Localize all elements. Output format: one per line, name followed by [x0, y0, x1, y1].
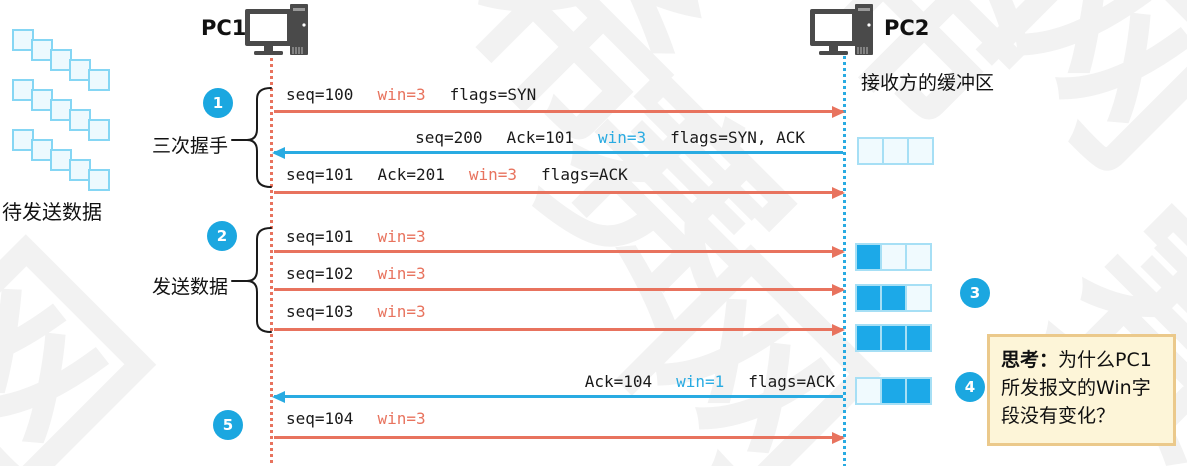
message-field: win=3 [377, 409, 426, 428]
message-field: seq=104 [286, 409, 354, 428]
buffer-cell-empty [907, 137, 934, 165]
arrowhead-icon [832, 105, 845, 118]
message-field: flags=ACK [748, 372, 835, 391]
note-prefix: 思考： [1001, 349, 1059, 371]
message-label: Ack=104 win=1 flags=ACK [585, 372, 835, 391]
message-field: win=3 [377, 264, 426, 283]
message-field: flags=SYN, ACK [670, 128, 805, 147]
buffer-state-4 [855, 377, 932, 405]
message-field: seq=101 [286, 227, 354, 246]
watermark-glyph: 网 [0, 202, 188, 466]
arrow-right [274, 323, 845, 336]
pending-data-square [88, 69, 110, 91]
buffer-cell-filled [905, 377, 932, 405]
step-badge-3: 3 [960, 278, 990, 308]
message-field: seq=100 [286, 85, 354, 104]
buffer-cell-filled [880, 284, 907, 312]
buffer-cell-empty [857, 137, 884, 165]
message-label: seq=101 Ack=201 win=3 flags=ACK [286, 165, 628, 184]
arrow-left [272, 390, 843, 403]
arrowhead-icon [832, 245, 845, 258]
buffer-state-1 [855, 243, 932, 271]
message-field: win=3 [597, 128, 647, 147]
step-badge-1: 1 [203, 88, 233, 118]
arrowhead-icon [832, 186, 845, 199]
message-field: win=3 [377, 302, 426, 321]
message-field: flags=SYN [449, 85, 537, 104]
arrowhead-icon [272, 390, 285, 403]
buffer-cell-empty [882, 137, 909, 165]
message-field: seq=103 [286, 302, 354, 321]
message-field: win=3 [377, 227, 426, 246]
arrow-right [274, 105, 845, 118]
arrow-right [274, 186, 845, 199]
watermark-glyph: 网 [942, 0, 1187, 213]
step-badge-5: 5 [213, 410, 243, 440]
message-field: win=3 [377, 85, 426, 104]
step-badge-4: 4 [955, 372, 985, 402]
arrowhead-icon [832, 323, 845, 336]
arrow-left [272, 146, 843, 159]
message-field: seq=101 [286, 165, 354, 184]
buffer-cell-filled [855, 243, 882, 271]
buffer-state-2 [855, 284, 932, 312]
message-field: Ack=104 [584, 372, 653, 391]
message-field: seq=200 [415, 128, 483, 147]
message-field: Ack=201 [377, 165, 445, 184]
buffer-cell-filled [905, 324, 932, 352]
pc1-computer-icon [245, 4, 308, 55]
message-field: flags=ACK [541, 165, 628, 184]
message-label: seq=100 win=3 flags=SYN [286, 85, 536, 104]
buffer-cell-empty [880, 243, 907, 271]
message-label: seq=103 win=3 [286, 302, 426, 321]
pending-data-square [88, 169, 110, 191]
message-field: win=3 [468, 165, 518, 184]
message-label: seq=104 win=3 [286, 409, 426, 428]
arrowhead-icon [832, 283, 845, 296]
buffer-state-3 [855, 324, 932, 352]
message-label: seq=101 win=3 [286, 227, 426, 246]
pc2-lifeline [843, 56, 846, 466]
buffer-cell-empty [855, 377, 882, 405]
buffer-cell-filled [880, 377, 907, 405]
note-box: 思考：为什么PC1所发报文的Win字段没有变化？ [987, 334, 1176, 446]
pc1-label: PC1 [201, 16, 247, 40]
group-label-send-data: 发送数据 [152, 276, 229, 298]
buffer-cell-filled [855, 324, 882, 352]
message-label: seq=102 win=3 [286, 264, 426, 283]
pending-data-square [88, 119, 110, 141]
buffer-cell-filled [880, 324, 907, 352]
buffer-state-0 [857, 137, 934, 165]
step-badge-2: 2 [207, 221, 237, 251]
buffer-cell-empty [905, 284, 932, 312]
message-field: seq=102 [286, 264, 354, 283]
pending-data-label: 待发送数据 [2, 200, 102, 224]
arrowhead-icon [272, 146, 285, 159]
arrow-right [274, 431, 845, 444]
receiver-buffer-label: 接收方的缓冲区 [861, 72, 995, 94]
pc2-label: PC2 [884, 16, 930, 40]
message-field: Ack=101 [506, 128, 574, 147]
arrowhead-icon [832, 431, 845, 444]
note-body: 为什么PC1所发报文的Win字段没有变化？ [1001, 349, 1152, 427]
pc1-lifeline [270, 52, 273, 466]
arrow-right [274, 283, 845, 296]
message-label: seq=200 Ack=101 win=3 flags=SYN, ACK [415, 128, 805, 147]
group-label-handshake: 三次握手 [152, 135, 229, 157]
buffer-cell-filled [855, 284, 882, 312]
pc2-computer-icon [810, 4, 873, 55]
arrow-right [274, 245, 845, 258]
buffer-cell-empty [905, 243, 932, 271]
message-field: win=1 [676, 372, 725, 391]
